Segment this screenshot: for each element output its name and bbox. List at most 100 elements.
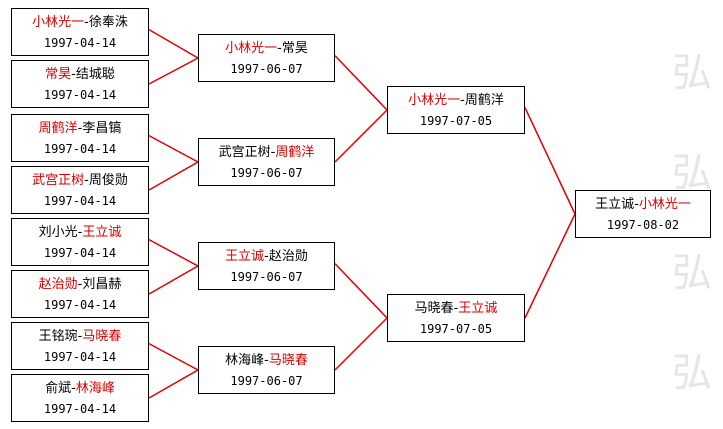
watermark-text: 弘 bbox=[672, 50, 716, 96]
match-players: 赵治勋-刘昌赫 bbox=[12, 274, 148, 295]
player-name: 林海峰 bbox=[225, 353, 265, 368]
match-date: 1997-06-07 bbox=[230, 166, 303, 180]
match-date: 1997-04-14 bbox=[43, 36, 117, 50]
bracket-connector bbox=[148, 161, 199, 191]
player-name: 刘小光 bbox=[38, 225, 78, 240]
player-name: 王立诚 bbox=[82, 225, 122, 240]
watermark-text: 弘 bbox=[672, 250, 716, 296]
match-players: 林海峰-马晓春 bbox=[199, 350, 334, 371]
match-players: 王立诚-赵治勋 bbox=[199, 246, 334, 267]
match-box-final-1: 王立诚-小林光一 1997-08-02 bbox=[575, 190, 711, 238]
player-separator: - bbox=[634, 197, 639, 212]
player-name: 小林光一 bbox=[32, 15, 85, 30]
player-name: 常昊 bbox=[281, 41, 308, 56]
bracket-connector bbox=[148, 265, 199, 295]
match-players: 常昊-结城聪 bbox=[12, 64, 148, 85]
match-players: 武宫正树-周俊勋 bbox=[12, 170, 148, 191]
bracket-connector bbox=[148, 28, 199, 59]
player-separator: - bbox=[453, 301, 459, 316]
player-name: 赵治勋 bbox=[268, 249, 308, 264]
match-players: 马晓春-王立诚 bbox=[388, 298, 524, 319]
player-name: 马晓春 bbox=[414, 301, 454, 316]
match-date: 1997-04-14 bbox=[43, 350, 117, 364]
match-box-round-3-2: 马晓春-王立诚 1997-07-05 bbox=[387, 294, 525, 342]
player-name: 小林光一 bbox=[225, 41, 278, 56]
player-name: 王立诚 bbox=[595, 197, 635, 212]
bracket-connector bbox=[334, 263, 388, 319]
player-name: 周鹤洋 bbox=[275, 145, 315, 160]
player-separator: - bbox=[77, 121, 83, 136]
player-separator: - bbox=[277, 41, 282, 56]
player-name: 王立诚 bbox=[225, 249, 265, 264]
player-separator: - bbox=[264, 353, 269, 368]
match-players: 俞斌-林海峰 bbox=[12, 378, 148, 399]
bracket-connector bbox=[334, 109, 388, 163]
match-players: 武宫正树-周鹤洋 bbox=[199, 142, 334, 163]
player-separator: - bbox=[264, 249, 269, 264]
player-name: 李昌镐 bbox=[82, 121, 122, 136]
player-separator: - bbox=[71, 67, 76, 82]
bracket-connector bbox=[334, 55, 388, 111]
match-date: 1997-04-14 bbox=[43, 246, 117, 260]
match-date: 1997-07-05 bbox=[419, 322, 493, 336]
player-name: 王铭琬 bbox=[38, 329, 78, 344]
bracket-connector bbox=[148, 342, 199, 371]
match-date: 1997-08-02 bbox=[606, 218, 680, 232]
bracket-connector bbox=[334, 317, 388, 371]
watermark-text: 弘 bbox=[672, 150, 716, 196]
player-name: 常昊 bbox=[45, 67, 72, 82]
player-name: 周鹤洋 bbox=[464, 93, 504, 108]
match-date: 1997-06-07 bbox=[230, 374, 303, 388]
player-name: 小林光一 bbox=[638, 197, 691, 212]
player-name: 周俊勋 bbox=[88, 173, 128, 188]
player-name: 周鹤洋 bbox=[38, 121, 78, 136]
player-name: 刘昌赫 bbox=[82, 277, 122, 292]
match-players: 刘小光-王立诚 bbox=[12, 222, 148, 243]
player-name: 武宫正树 bbox=[32, 173, 85, 188]
player-name: 马晓春 bbox=[82, 329, 122, 344]
match-box-round-3-1: 小林光一-周鹤洋 1997-07-05 bbox=[387, 86, 525, 134]
player-name: 王立诚 bbox=[458, 301, 498, 316]
match-box-round-1-8: 俞斌-林海峰 1997-04-14 bbox=[11, 374, 149, 422]
match-players: 王立诚-小林光一 bbox=[576, 194, 710, 215]
bracket-connector bbox=[148, 134, 199, 163]
watermark-text: 弘 bbox=[672, 350, 716, 396]
match-date: 1997-06-07 bbox=[230, 62, 303, 76]
match-players: 小林光一-徐奉洙 bbox=[12, 12, 148, 33]
match-date: 1997-04-14 bbox=[43, 194, 117, 208]
player-separator: - bbox=[77, 277, 83, 292]
match-box-round-2-2: 武宫正树-周鹤洋 1997-06-07 bbox=[198, 138, 335, 186]
player-separator: - bbox=[84, 15, 89, 30]
match-players: 王铭琬-马晓春 bbox=[12, 326, 148, 347]
match-box-round-1-7: 王铭琬-马晓春 1997-04-14 bbox=[11, 322, 149, 370]
player-separator: - bbox=[77, 329, 83, 344]
match-box-round-1-5: 刘小光-王立诚 1997-04-14 bbox=[11, 218, 149, 266]
match-players: 小林光一-周鹤洋 bbox=[388, 90, 524, 111]
match-date: 1997-07-05 bbox=[419, 114, 493, 128]
player-name: 武宫正树 bbox=[218, 145, 271, 160]
match-date: 1997-06-07 bbox=[230, 270, 303, 284]
bracket-connector bbox=[524, 213, 576, 319]
match-box-round-2-4: 林海峰-马晓春 1997-06-07 bbox=[198, 346, 335, 394]
player-separator: - bbox=[270, 145, 276, 160]
match-box-round-2-3: 王立诚-赵治勋 1997-06-07 bbox=[198, 242, 335, 290]
player-separator: - bbox=[71, 381, 76, 396]
match-box-round-2-1: 小林光一-常昊 1997-06-07 bbox=[198, 34, 335, 82]
bracket-connector bbox=[148, 57, 199, 85]
match-players: 小林光一-常昊 bbox=[199, 38, 334, 59]
match-date: 1997-04-14 bbox=[43, 142, 117, 156]
match-date: 1997-04-14 bbox=[43, 298, 117, 312]
match-date: 1997-04-14 bbox=[43, 402, 117, 416]
player-separator: - bbox=[77, 225, 83, 240]
player-name: 林海峰 bbox=[75, 381, 115, 396]
player-name: 赵治勋 bbox=[38, 277, 78, 292]
bracket-connector bbox=[148, 369, 199, 399]
bracket-connector bbox=[524, 107, 576, 215]
match-players: 周鹤洋-李昌镐 bbox=[12, 118, 148, 139]
player-name: 马晓春 bbox=[268, 353, 308, 368]
player-separator: - bbox=[84, 173, 89, 188]
player-name: 徐奉洙 bbox=[88, 15, 128, 30]
